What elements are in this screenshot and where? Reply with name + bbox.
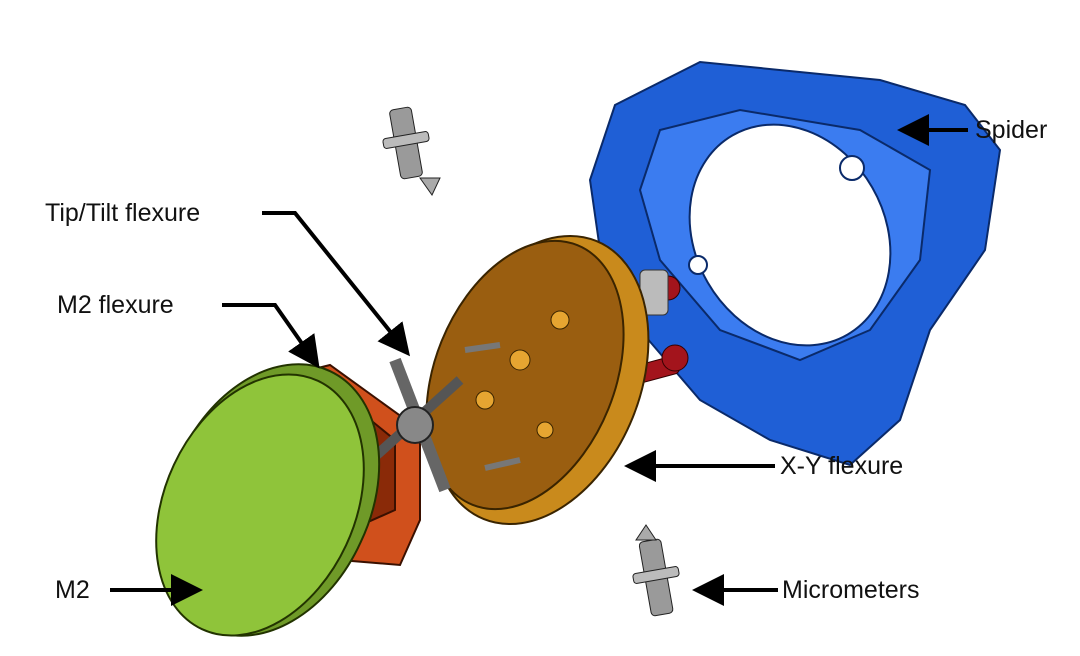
label-xy-flexure: X-Y flexure: [780, 452, 904, 480]
leader-arrows: [110, 114, 968, 606]
micrometer-bottom: [632, 524, 680, 617]
tip-tilt-arrow: [262, 211, 411, 357]
label-m2-flexure: M2 flexure: [57, 291, 174, 319]
m2-flexure-arrow: [222, 303, 320, 369]
label-m2: M2: [55, 576, 90, 604]
m2-mirror-part: [155, 363, 381, 637]
xy-flexure-part: [425, 234, 650, 526]
spider-part: [588, 60, 1002, 467]
micrometer-top: [382, 106, 441, 196]
label-tip-tilt-flexure: Tip/Tilt flexure: [45, 199, 201, 227]
label-micrometers: Micrometers: [782, 576, 920, 604]
label-spider: Spider: [975, 116, 1048, 144]
